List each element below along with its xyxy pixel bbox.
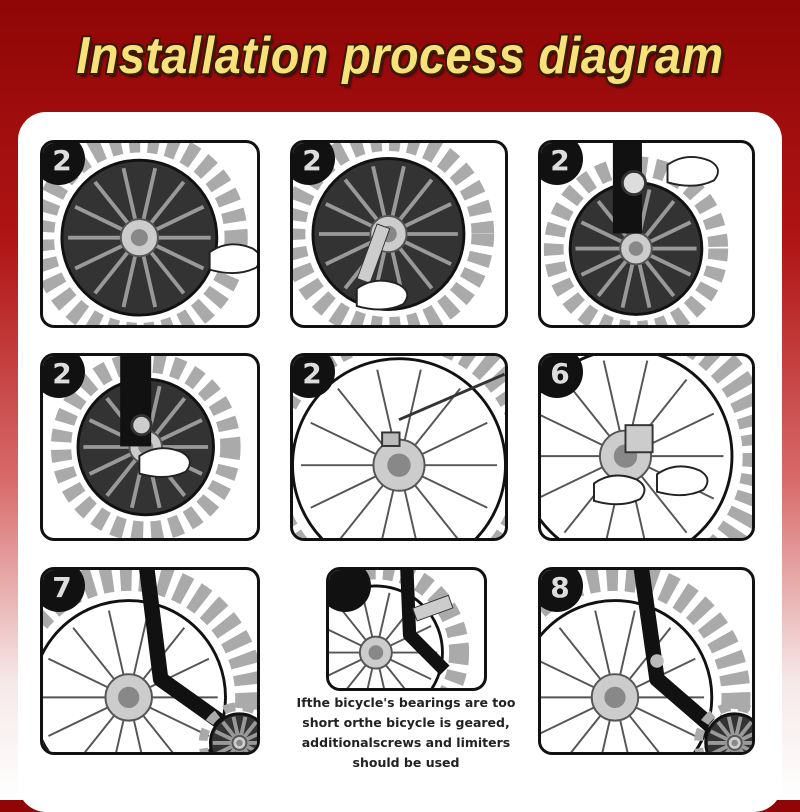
step-number-badge: 7 [43,570,85,612]
step-number-badge: 2 [293,143,335,185]
step-illustration [43,143,257,325]
step-number-badge: 8 [541,570,583,612]
step-panel-8 [326,567,487,691]
step-illustration [543,143,729,325]
step-illustration [329,570,470,688]
step-illustration [541,356,752,538]
step-panel-1: 2 [40,140,260,328]
step-panel-9: 8 [538,567,755,755]
step-panel-3: 2 [538,140,755,328]
page-title: Installation process diagram [76,27,724,85]
step-panel-7: 7 [40,567,260,755]
step-illustration [293,143,495,325]
step-illustration [43,570,257,752]
step-panel-4: 2 [40,353,260,541]
step-panel-5: 2 [290,353,508,541]
step-panel-6: 6 [538,353,755,541]
step-panel-2: 2 [290,140,508,328]
step-illustration [50,356,241,538]
step-illustration [293,356,505,538]
step-illustration [541,570,752,752]
note-caption: Ifthe bicycle's bearings are too short o… [296,695,516,770]
